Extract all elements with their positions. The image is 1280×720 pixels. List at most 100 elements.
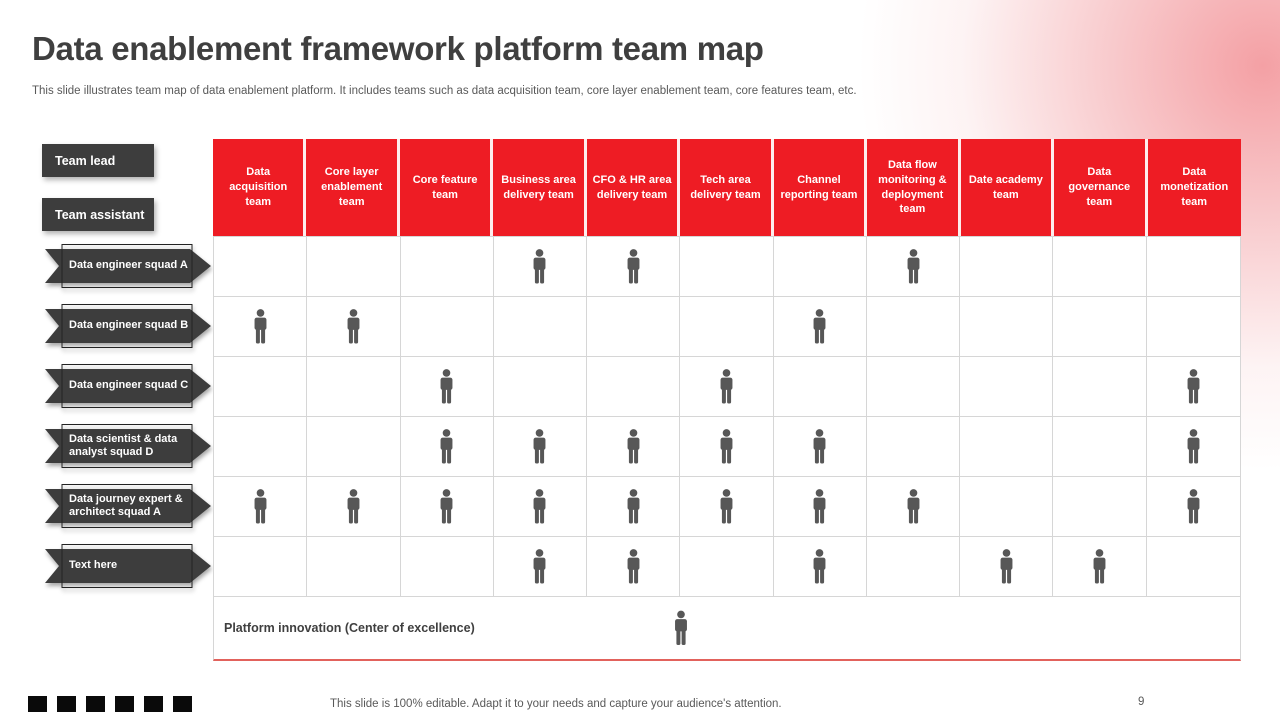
matrix-cell (1053, 417, 1147, 477)
matrix-cell (493, 477, 588, 537)
arrow-shape (45, 484, 211, 528)
person-icon (813, 489, 826, 524)
column-header: Data acquisition team (213, 139, 307, 236)
arrow-shape (45, 304, 211, 348)
footer-squares-decoration (28, 696, 192, 712)
matrix-cell (773, 477, 867, 537)
matrix-cell (773, 297, 867, 357)
matrix-cell (400, 537, 494, 597)
matrix-cell (773, 537, 867, 597)
matrix-grid (213, 236, 1241, 597)
page-number: 9 (1138, 696, 1145, 708)
person-icon (1093, 549, 1106, 584)
arrow-shape (45, 364, 211, 408)
person-icon (720, 489, 733, 524)
footer-note: This slide is 100% editable. Adapt it to… (330, 698, 782, 710)
row-arrow-label: Data engineer squad C (45, 364, 211, 408)
row-label: Data engineer squad A (69, 259, 188, 272)
column-header: Data governance team (1054, 139, 1148, 236)
matrix-cell (400, 417, 494, 477)
person-icon (440, 429, 453, 464)
matrix-cell (680, 477, 774, 537)
column-header: CFO & HR area delivery team (586, 139, 681, 236)
row-label: Data scientist & data analyst squad D (69, 432, 178, 458)
column-header: Tech area delivery team (680, 139, 774, 236)
matrix-cell (866, 417, 961, 477)
matrix-cell (587, 477, 681, 537)
matrix-cell (1146, 297, 1240, 357)
column-header: Business area delivery team (493, 139, 587, 236)
matrix-cell (587, 417, 681, 477)
person-icon (907, 249, 919, 284)
row-arrow-label: Text here (45, 544, 211, 588)
matrix-cell (960, 417, 1054, 477)
row-arrow-label: Data engineer squad A (45, 244, 211, 288)
matrix-cell (307, 237, 401, 297)
matrix-cell (493, 417, 588, 477)
row-label: Text here (69, 559, 118, 572)
arrow-shape (45, 424, 211, 468)
person-icon (627, 249, 640, 284)
person-icon (1000, 549, 1013, 584)
row-label: Data engineer squad B (69, 319, 189, 332)
person-icon (347, 489, 360, 524)
matrix-cell (214, 477, 308, 537)
legend-box: Team assistant (42, 198, 154, 231)
footer-square (173, 696, 192, 712)
matrix-cell (493, 237, 588, 297)
matrix-cell (773, 417, 867, 477)
matrix-cell (400, 357, 494, 417)
person-icon (533, 549, 546, 584)
matrix-cell (587, 297, 681, 357)
matrix-cell (960, 237, 1054, 297)
person-icon (627, 549, 640, 584)
footer-square (115, 696, 134, 712)
person-icon (813, 429, 826, 464)
person-icon (674, 610, 687, 645)
matrix-cell (1053, 357, 1147, 417)
matrix-cell (214, 357, 308, 417)
column-header: Date academy team (960, 139, 1055, 236)
column-header: Core layer enablement team (306, 139, 400, 236)
matrix-cell (1053, 537, 1147, 597)
matrix-cell (680, 297, 774, 357)
row-label: Data engineer squad C (69, 379, 189, 392)
matrix-cell (1146, 537, 1240, 597)
matrix-cell (493, 297, 588, 357)
matrix-cell (1146, 357, 1240, 417)
matrix-cell (960, 477, 1054, 537)
person-icon (813, 309, 826, 344)
person-icon (1187, 489, 1200, 524)
matrix-cell (773, 237, 867, 297)
matrix-cell (307, 537, 401, 597)
person-icon (533, 429, 546, 464)
matrix-cell (866, 357, 961, 417)
matrix-cell (680, 417, 774, 477)
matrix-cell (307, 297, 401, 357)
person-icon (533, 249, 546, 284)
row-arrow-label: Data scientist & data analyst squad D (45, 424, 211, 468)
matrix-cell (960, 537, 1054, 597)
column-header: Channel reporting team (773, 139, 868, 236)
matrix-cell (400, 477, 494, 537)
row-label: Data journey expert & architect squad A (69, 492, 183, 518)
matrix-cell (866, 477, 961, 537)
matrix-cell (680, 237, 774, 297)
person-icon (533, 489, 546, 524)
person-icon (813, 549, 826, 584)
arrow-shape (45, 244, 211, 288)
row-arrow-label: Data engineer squad B (45, 304, 211, 348)
person-icon (440, 489, 453, 524)
footer-square (86, 696, 105, 712)
matrix-cell (1053, 297, 1147, 357)
matrix-cell (1146, 237, 1240, 297)
matrix-cell (307, 417, 401, 477)
person-icon (1187, 429, 1200, 464)
matrix-cell (1053, 237, 1147, 297)
matrix-cell (866, 297, 961, 357)
matrix-cell (960, 297, 1054, 357)
matrix-cell (400, 237, 494, 297)
